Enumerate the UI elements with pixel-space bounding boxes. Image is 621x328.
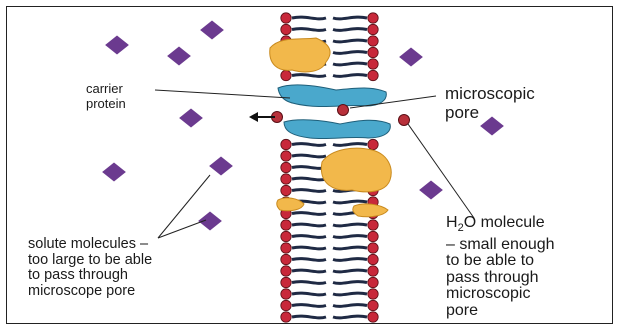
leader-h2o bbox=[408, 124, 474, 218]
phospholipid-head bbox=[368, 59, 378, 69]
phospholipid-head bbox=[368, 300, 378, 310]
solute-molecule bbox=[209, 157, 233, 176]
phospholipid-head bbox=[281, 289, 291, 299]
phospholipid-tail bbox=[292, 293, 367, 295]
embedded-protein-small-right bbox=[353, 204, 388, 217]
embedded-protein-top bbox=[270, 38, 330, 72]
label-h2o-molecule: H2O molecule – small enough to be able t… bbox=[446, 215, 555, 319]
label-microscopic-pore-line2: pore bbox=[445, 103, 535, 122]
label-carrier-protein-line1: carrier bbox=[86, 81, 126, 96]
phospholipid-head bbox=[281, 243, 291, 253]
solute-molecule bbox=[200, 21, 224, 40]
label-solute-line3: to pass through bbox=[28, 268, 152, 284]
solute-molecule bbox=[102, 163, 126, 182]
label-h2o-line5: microscopic bbox=[446, 286, 555, 303]
carrier-protein-upper bbox=[278, 85, 386, 107]
water-molecule-right bbox=[399, 115, 410, 126]
phospholipid-tail bbox=[292, 29, 367, 31]
phospholipid-head bbox=[368, 24, 378, 34]
phospholipid-head bbox=[281, 231, 291, 241]
phospholipid-head bbox=[281, 151, 291, 161]
solute-molecule bbox=[179, 109, 203, 128]
phospholipid-head bbox=[368, 13, 378, 23]
phospholipid-head bbox=[368, 70, 378, 80]
label-h2o-line6: pore bbox=[446, 303, 555, 320]
label-h2o-line4: pass through bbox=[446, 270, 555, 287]
phospholipid-tail bbox=[292, 259, 367, 261]
phospholipid-tail bbox=[292, 247, 367, 249]
label-h2o-line1: H2O molecule bbox=[446, 215, 555, 237]
solute-molecule bbox=[198, 212, 222, 231]
phospholipid-head bbox=[281, 185, 291, 195]
phospholipid-tail bbox=[292, 305, 367, 307]
arrow-head-icon bbox=[249, 112, 258, 122]
phospholipid-head bbox=[368, 47, 378, 57]
phospholipid-head bbox=[281, 174, 291, 184]
phospholipid-head bbox=[368, 139, 378, 149]
phospholipid-tail bbox=[292, 201, 367, 203]
phospholipid-head bbox=[281, 277, 291, 287]
phospholipid-tail bbox=[292, 270, 367, 272]
phospholipid-tail bbox=[292, 224, 367, 226]
phospholipid-head bbox=[368, 231, 378, 241]
label-carrier-protein: carrier protein bbox=[86, 81, 126, 111]
phospholipid-tail bbox=[292, 316, 367, 318]
phospholipid-head bbox=[368, 254, 378, 264]
label-solute-line2: too large to be able bbox=[28, 253, 152, 269]
phospholipid-head bbox=[368, 289, 378, 299]
phospholipid-tail bbox=[292, 75, 367, 77]
h2o-h: H bbox=[446, 214, 458, 231]
phospholipid-tail bbox=[292, 236, 367, 238]
phospholipid-tail bbox=[292, 17, 367, 19]
phospholipid-head bbox=[368, 266, 378, 276]
solute-molecule bbox=[105, 36, 129, 55]
label-solute-molecules: solute molecules – too large to be able … bbox=[28, 237, 152, 299]
phospholipid-head bbox=[281, 312, 291, 322]
h2o-rest: O molecule bbox=[464, 214, 545, 231]
label-h2o-line3: to be able to bbox=[446, 253, 555, 270]
phospholipid-head bbox=[368, 277, 378, 287]
solute-molecule bbox=[419, 181, 443, 200]
label-carrier-protein-line2: protein bbox=[86, 96, 126, 111]
phospholipid-tail bbox=[292, 144, 367, 146]
solute-molecule bbox=[399, 48, 423, 67]
label-solute-line4: microscope pore bbox=[28, 284, 152, 300]
phospholipid-head bbox=[281, 24, 291, 34]
phospholipid-head bbox=[281, 300, 291, 310]
carrier-protein-lower bbox=[284, 120, 390, 139]
phospholipid-head bbox=[281, 139, 291, 149]
phospholipid-head bbox=[281, 266, 291, 276]
label-solute-line1: solute molecules – bbox=[28, 237, 152, 253]
phospholipid-head bbox=[368, 220, 378, 230]
label-microscopic-pore-line1: microscopic bbox=[445, 84, 535, 103]
leader-carrier-protein bbox=[155, 90, 290, 98]
phospholipid-head bbox=[281, 13, 291, 23]
solute-molecule bbox=[167, 47, 191, 66]
phospholipid-head bbox=[281, 162, 291, 172]
phospholipid-head bbox=[281, 220, 291, 230]
phospholipid-head bbox=[281, 254, 291, 264]
label-microscopic-pore: microscopic pore bbox=[445, 84, 535, 122]
phospholipid-head bbox=[368, 243, 378, 253]
water-molecule-in-pore bbox=[338, 105, 349, 116]
label-h2o-line2: – small enough bbox=[446, 237, 555, 254]
phospholipid-tail bbox=[292, 282, 367, 284]
phospholipid-head bbox=[368, 36, 378, 46]
embedded-protein-middle bbox=[321, 148, 391, 192]
phospholipid-head bbox=[368, 312, 378, 322]
phospholipid-head bbox=[281, 70, 291, 80]
